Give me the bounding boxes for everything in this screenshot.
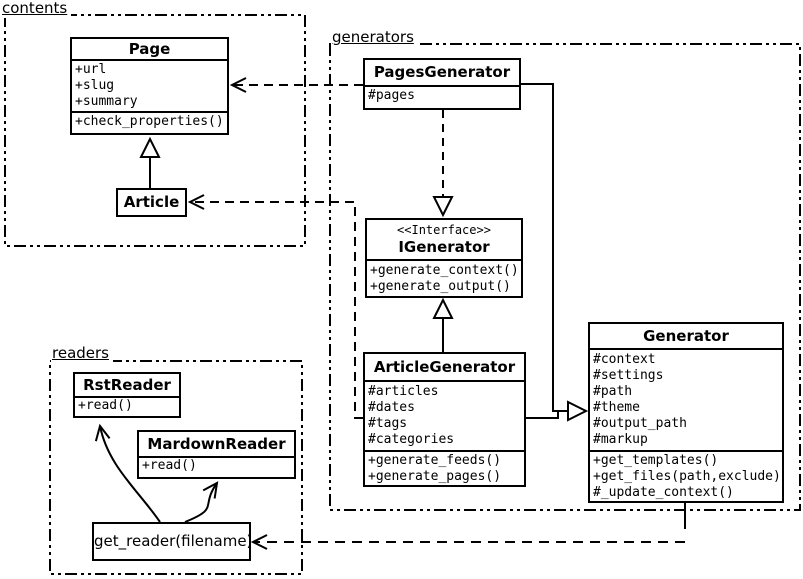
generator-attribute: #context [593,352,656,367]
class-page-title: Page [128,40,171,58]
class-articlegenerator-title: ArticleGenerator [373,358,516,376]
dependency-articlegenerator-to-article [187,194,363,419]
class-article-title: Article [123,193,180,211]
articlegenerator-attribute: #categories [368,432,455,447]
generator-attribute: #path [593,384,633,399]
igenerator-method: +generate_context() [370,263,519,278]
class-igenerator: <<Interface>> IGenerator +generate_conte… [365,218,523,298]
generator-attribute: #theme [593,400,640,415]
arrow-getreader-to-mardownreader [184,481,219,523]
contents-package-label: contents [1,0,72,18]
generator-method: #_update_context() [593,485,734,500]
class-mardownreader-title: MardownReader [147,435,286,453]
arrow-getreader-to-rstreader [94,423,161,523]
page-attribute: +slug [75,78,115,93]
class-generator-title: Generator [643,327,729,345]
class-rstreader: RstReader +read() [73,372,181,418]
generator-attribute: #markup [593,432,648,447]
class-articlegenerator: ArticleGenerator #articles #dates #tags … [363,352,526,487]
box-get-reader: get_reader(filename) [92,522,253,561]
generator-attribute: #settings [593,368,664,383]
igenerator-method: +generate_output() [370,279,511,294]
articlegenerator-method: +generate_pages() [368,469,502,484]
class-igenerator-title: IGenerator [398,238,490,256]
class-pagesgenerator: PagesGenerator #pages [363,58,521,110]
class-pagesgenerator-title: PagesGenerator [373,63,511,81]
page-attribute: +summary [75,94,138,109]
generator-method: +get_templates() [593,453,719,468]
class-article: Article [116,188,187,217]
igenerator-stereotype: <<Interface>> [397,223,491,237]
articlegenerator-attribute: #tags [368,416,408,431]
generalization-pagesgenerator-to-generator [520,83,589,422]
readers-package-label: readers [51,345,113,363]
page-attribute: +url [75,62,107,77]
mardownreader-method: +read() [142,458,197,473]
generators-package-label: generators [331,29,418,47]
readers-package-frame [49,360,303,575]
page-method: +check_properties() [75,114,224,129]
class-mardownreader: MardownReader +read() [137,430,296,479]
rstreader-method: +read() [78,398,133,413]
igenerator-header: <<Interface>> IGenerator [367,220,521,259]
articlegenerator-attribute: #dates [368,400,415,415]
get-reader-label: get_reader(filename) [94,532,253,550]
generator-attribute: #output_path [593,416,687,431]
class-generator: Generator #context #settings #path #them… [588,322,784,503]
contents-package-frame [4,14,306,247]
articlegenerator-method: +generate_feeds() [368,453,502,468]
generators-package-frame [329,43,801,511]
class-page: Page +url +slug +summary +check_properti… [70,37,229,135]
class-rstreader-title: RstReader [83,376,171,394]
generalization-articlegenerator-to-generator [525,412,559,419]
articlegenerator-attribute: #articles [368,384,439,399]
generator-method: +get_files(path,exclude) [593,469,781,484]
pagesgenerator-attribute: #pages [368,88,415,103]
